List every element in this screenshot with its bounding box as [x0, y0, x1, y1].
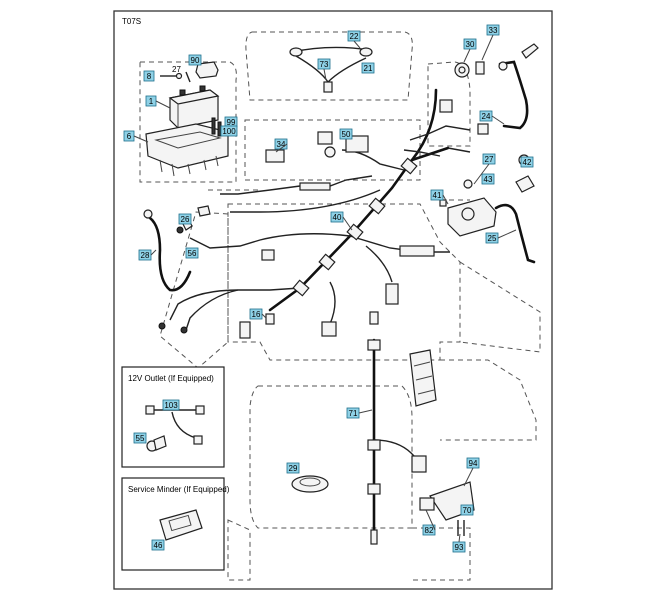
callout-24: 24	[479, 110, 493, 122]
battery-cable-positive	[498, 43, 539, 130]
svg-text:29: 29	[289, 464, 298, 473]
callout-41: 41	[430, 189, 444, 201]
callout-73: 73	[317, 58, 331, 70]
rear-wiring-harness	[367, 338, 427, 545]
headlight-harness	[289, 46, 373, 93]
svg-text:90: 90	[191, 56, 200, 65]
leader-lines	[133, 34, 517, 543]
svg-text:27: 27	[485, 155, 494, 164]
callout-26: 26	[178, 213, 192, 225]
svg-text:43: 43	[484, 175, 493, 184]
inset-12v-outlet: 12V Outlet (If Equipped)	[121, 366, 225, 468]
svg-text:99: 99	[227, 118, 236, 127]
callout-28: 28	[138, 249, 152, 261]
callout-8: 8	[143, 70, 155, 82]
battery-hardware	[160, 61, 222, 137]
callout-42: 42	[520, 156, 534, 168]
callout-6: 6	[123, 130, 135, 142]
callout-70: 70	[460, 504, 474, 516]
callout-27: 27	[482, 153, 496, 165]
ignition-switch	[317, 131, 369, 158]
callout-1: 1	[145, 95, 157, 107]
diagram-code: T07S	[122, 17, 141, 26]
svg-text:50: 50	[342, 130, 351, 139]
svg-text:21: 21	[364, 64, 373, 73]
inset-minder-title: Service Minder (If Equipped)	[128, 485, 230, 494]
svg-text:24: 24	[482, 112, 491, 121]
svg-text:25: 25	[488, 234, 497, 243]
callout-71: 71	[346, 407, 360, 419]
svg-text:1: 1	[149, 97, 154, 106]
svg-text:82: 82	[425, 526, 434, 535]
callout-55: 55	[133, 432, 147, 444]
svg-text:55: 55	[136, 434, 145, 443]
light-switch	[265, 149, 285, 163]
svg-text:56: 56	[188, 249, 197, 258]
svg-text:16: 16	[252, 310, 261, 319]
seat-switch	[291, 475, 329, 493]
callout-40: 40	[330, 211, 344, 223]
callout-22: 22	[347, 30, 361, 42]
callout-56: 56	[185, 247, 199, 259]
svg-text:100: 100	[222, 127, 236, 136]
callout-46: 46	[151, 539, 165, 551]
svg-text:8: 8	[147, 72, 152, 81]
svg-text:26: 26	[181, 215, 190, 224]
main-wiring-harness	[169, 88, 471, 331]
svg-text:103: 103	[164, 401, 178, 410]
svg-text:34: 34	[277, 140, 286, 149]
svg-text:42: 42	[523, 158, 532, 167]
svg-text:41: 41	[433, 191, 442, 200]
callout-25: 25	[485, 232, 499, 244]
svg-text:40: 40	[333, 213, 342, 222]
callout-103: 103	[162, 399, 180, 411]
callout-99: 99	[224, 116, 238, 128]
starter-parts-top	[454, 61, 485, 78]
callout-21: 21	[361, 62, 375, 74]
callout-30: 30	[463, 38, 477, 50]
callout-100: 100	[220, 125, 238, 137]
svg-text:33: 33	[489, 26, 498, 35]
svg-text:28: 28	[141, 251, 150, 260]
battery-tray	[145, 123, 229, 177]
callout-50: 50	[339, 128, 353, 140]
callout-16: 16	[249, 308, 263, 320]
callout-93: 93	[452, 541, 466, 553]
battery-cable-negative	[494, 203, 536, 264]
tractor-outline	[139, 31, 541, 581]
inset-service-minder: Service Minder (If Equipped)	[121, 477, 230, 571]
label-27-plain: 27	[172, 65, 181, 74]
svg-text:6: 6	[127, 132, 132, 141]
svg-text:71: 71	[349, 409, 358, 418]
harness-connectors	[158, 99, 489, 339]
svg-text:30: 30	[466, 40, 475, 49]
svg-text:93: 93	[455, 543, 464, 552]
svg-text:22: 22	[350, 32, 359, 41]
callout-90: 90	[188, 54, 202, 66]
battery	[168, 85, 220, 129]
svg-text:94: 94	[469, 459, 478, 468]
callout-33: 33	[486, 24, 500, 36]
svg-text:46: 46	[154, 541, 163, 550]
callout-43: 43	[481, 173, 495, 185]
svg-text:70: 70	[463, 506, 472, 515]
callout-94: 94	[466, 457, 480, 469]
inset-outlet-title: 12V Outlet (If Equipped)	[128, 374, 214, 383]
callout-34: 34	[274, 138, 288, 150]
svg-text:73: 73	[320, 60, 329, 69]
callout-29: 29	[286, 462, 300, 474]
